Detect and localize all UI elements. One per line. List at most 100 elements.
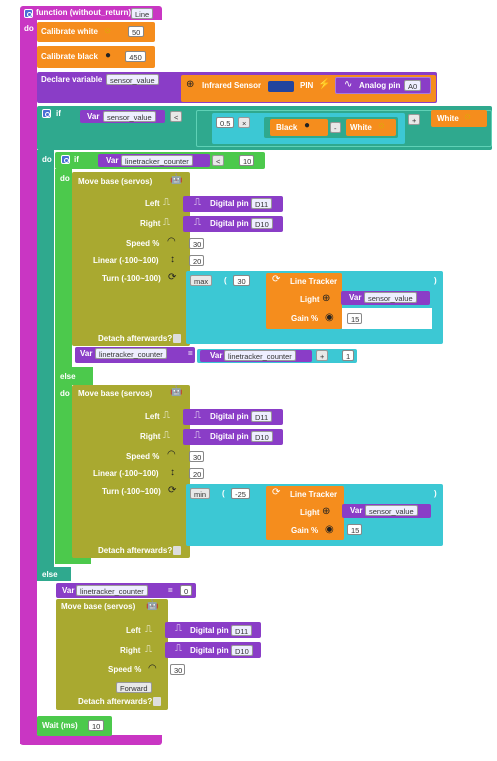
if-2-operator[interactable]: < (212, 155, 225, 166)
reset-counter-var-label: Var (62, 586, 75, 595)
black-value-label: Black (276, 123, 298, 132)
if-2-var-dropdown[interactable]: linetracker_counter (121, 155, 193, 166)
function-name-field[interactable]: Line (131, 8, 154, 19)
move-2-speed-input[interactable]: 30 (189, 451, 204, 462)
declare-variable-label: Declare variable (41, 75, 103, 84)
reset-counter-value-input[interactable]: 0 (180, 585, 192, 596)
line-tracker-2-gain-input[interactable]: 15 (347, 524, 362, 535)
move-1-left-pin-dropdown[interactable]: D11 (251, 198, 273, 209)
pulse-icon: ⎍ (163, 430, 170, 441)
digital-pulse-icon: ⎍ (194, 197, 201, 208)
dark-bulb-icon: ● (304, 120, 311, 131)
subtract-operator[interactable]: - (330, 122, 341, 133)
move-base-block-1[interactable] (72, 172, 190, 346)
add-operator[interactable]: + (408, 114, 421, 125)
max-open-paren: ( (224, 276, 227, 285)
white-value-block-2[interactable] (431, 110, 487, 127)
add-value-input[interactable]: 1 (342, 350, 354, 361)
line-tracker-block-1[interactable] (266, 273, 342, 329)
function-block[interactable] (20, 6, 162, 20)
target-icon: ⊕ (322, 293, 331, 304)
move-2-title: Move base (servos) (78, 389, 153, 398)
move-3-title: Move base (servos) (61, 602, 136, 611)
move-1-detach-label: Detach afterwards? (98, 334, 173, 343)
move-base-block-2[interactable] (72, 385, 190, 558)
pulse-icon: ⎍ (163, 217, 170, 228)
move-2-right-pin-dropdown[interactable]: D10 (251, 431, 273, 442)
move-2-detach-checkbox[interactable] (173, 546, 181, 555)
if-2-else-do-label: do (60, 389, 70, 398)
vertical-arrows-icon: ↕ (170, 254, 175, 265)
white-value-label-2: White (437, 114, 459, 123)
white-value-block[interactable] (346, 119, 396, 136)
move-1-title: Move base (servos) (78, 177, 153, 186)
add-operator[interactable]: + (316, 350, 329, 361)
max-function-dropdown[interactable]: max (190, 275, 213, 286)
move-3-speed-input[interactable]: 30 (170, 664, 185, 675)
wait-value-input[interactable]: 10 (88, 720, 104, 731)
move-1-left-pin-label: Digital pin (210, 199, 249, 208)
move-3-left-pin-label: Digital pin (190, 626, 229, 635)
if-block-1-spine (37, 150, 54, 576)
move-3-direction-dropdown[interactable]: Forward (116, 682, 152, 693)
move-2-linear-input[interactable]: 20 (189, 468, 204, 479)
analog-pin-dropdown[interactable]: A0 (404, 80, 422, 91)
move-1-right-pin-dropdown[interactable]: D10 (251, 218, 273, 229)
line-tracker-1-gain-input-visible[interactable]: 15 (347, 313, 362, 324)
min-function-dropdown[interactable]: min (190, 488, 211, 499)
if-1-var-label: Var (87, 112, 100, 121)
move-3-right-pin-label: Digital pin (190, 646, 229, 655)
light-bulb-icon: ☼ (103, 25, 113, 36)
move-1-detach-checkbox[interactable] (173, 334, 181, 343)
digital-pulse-icon: ⎍ (194, 430, 201, 441)
min-value-input[interactable]: -25 (231, 488, 250, 499)
move-3-left-label: Left (126, 626, 141, 635)
reset-counter-var-dropdown[interactable]: linetracker_counter (76, 585, 148, 596)
multiply-factor-input[interactable]: 0.5 (216, 117, 234, 128)
robot-icon: 🤖 (146, 600, 159, 611)
move-2-left-pin-dropdown[interactable]: D11 (251, 411, 273, 422)
move-1-speed-input[interactable]: 30 (189, 238, 204, 249)
if-2-var-label: Var (106, 156, 119, 165)
multiply-operator[interactable]: × (238, 117, 251, 128)
line-tracker-1-light-var-dropdown[interactable]: sensor_value (364, 292, 417, 303)
line-tracker-1-light-var-label: Var (349, 293, 362, 302)
if-2-else-label-front: else (60, 372, 76, 381)
line-tracker-block-2[interactable] (266, 486, 344, 540)
gain-knob-icon: ◉ (325, 524, 334, 535)
else-bar (55, 367, 93, 385)
calibrate-white-block[interactable] (37, 22, 155, 42)
pin-label: PIN (300, 81, 314, 90)
move-1-right-pin-label: Digital pin (210, 219, 249, 228)
target-icon: ⊕ (322, 506, 331, 517)
target-icon: ⊕ (186, 79, 195, 90)
declare-variable-name[interactable]: sensor_value (106, 74, 159, 85)
if-2-value-input[interactable]: 10 (239, 155, 254, 166)
if-block-2-footer (55, 556, 91, 564)
if-1-operator[interactable]: < (170, 111, 183, 122)
calibrate-black-input[interactable]: 450 (125, 51, 146, 62)
set-counter-equals: = (188, 349, 193, 358)
move-3-right-pin-dropdown[interactable]: D10 (231, 645, 253, 656)
gear-icon[interactable] (24, 9, 33, 18)
move-1-right-label: Right (140, 219, 161, 228)
gear-icon[interactable] (61, 155, 70, 164)
gear-icon[interactable] (42, 109, 51, 118)
black-value-block[interactable] (270, 119, 328, 136)
add-var-dropdown[interactable]: linetracker_counter (224, 350, 296, 361)
move-1-linear-input[interactable]: 20 (189, 255, 204, 266)
calibrate-white-input[interactable]: 50 (128, 26, 144, 37)
line-tracker-2-light-var-dropdown[interactable]: sensor_value (365, 505, 418, 516)
digital-pulse-icon: ⎍ (175, 643, 182, 654)
if-1-else-label: else (42, 570, 58, 579)
rotate-icon: ⟳ (272, 274, 281, 285)
max-value-input[interactable]: 30 (233, 275, 250, 286)
set-counter-var-dropdown[interactable]: linetracker_counter (95, 348, 167, 359)
analog-wave-icon: ∿ (344, 79, 353, 90)
if-1-do-label: do (42, 155, 52, 164)
line-tracker-1-label: Line Tracker (290, 277, 338, 286)
rotate-icon: ⟳ (168, 485, 177, 496)
move-3-detach-checkbox[interactable] (153, 697, 161, 706)
if-1-var-dropdown[interactable]: sensor_value (103, 111, 156, 122)
move-3-left-pin-dropdown[interactable]: D11 (231, 625, 253, 636)
